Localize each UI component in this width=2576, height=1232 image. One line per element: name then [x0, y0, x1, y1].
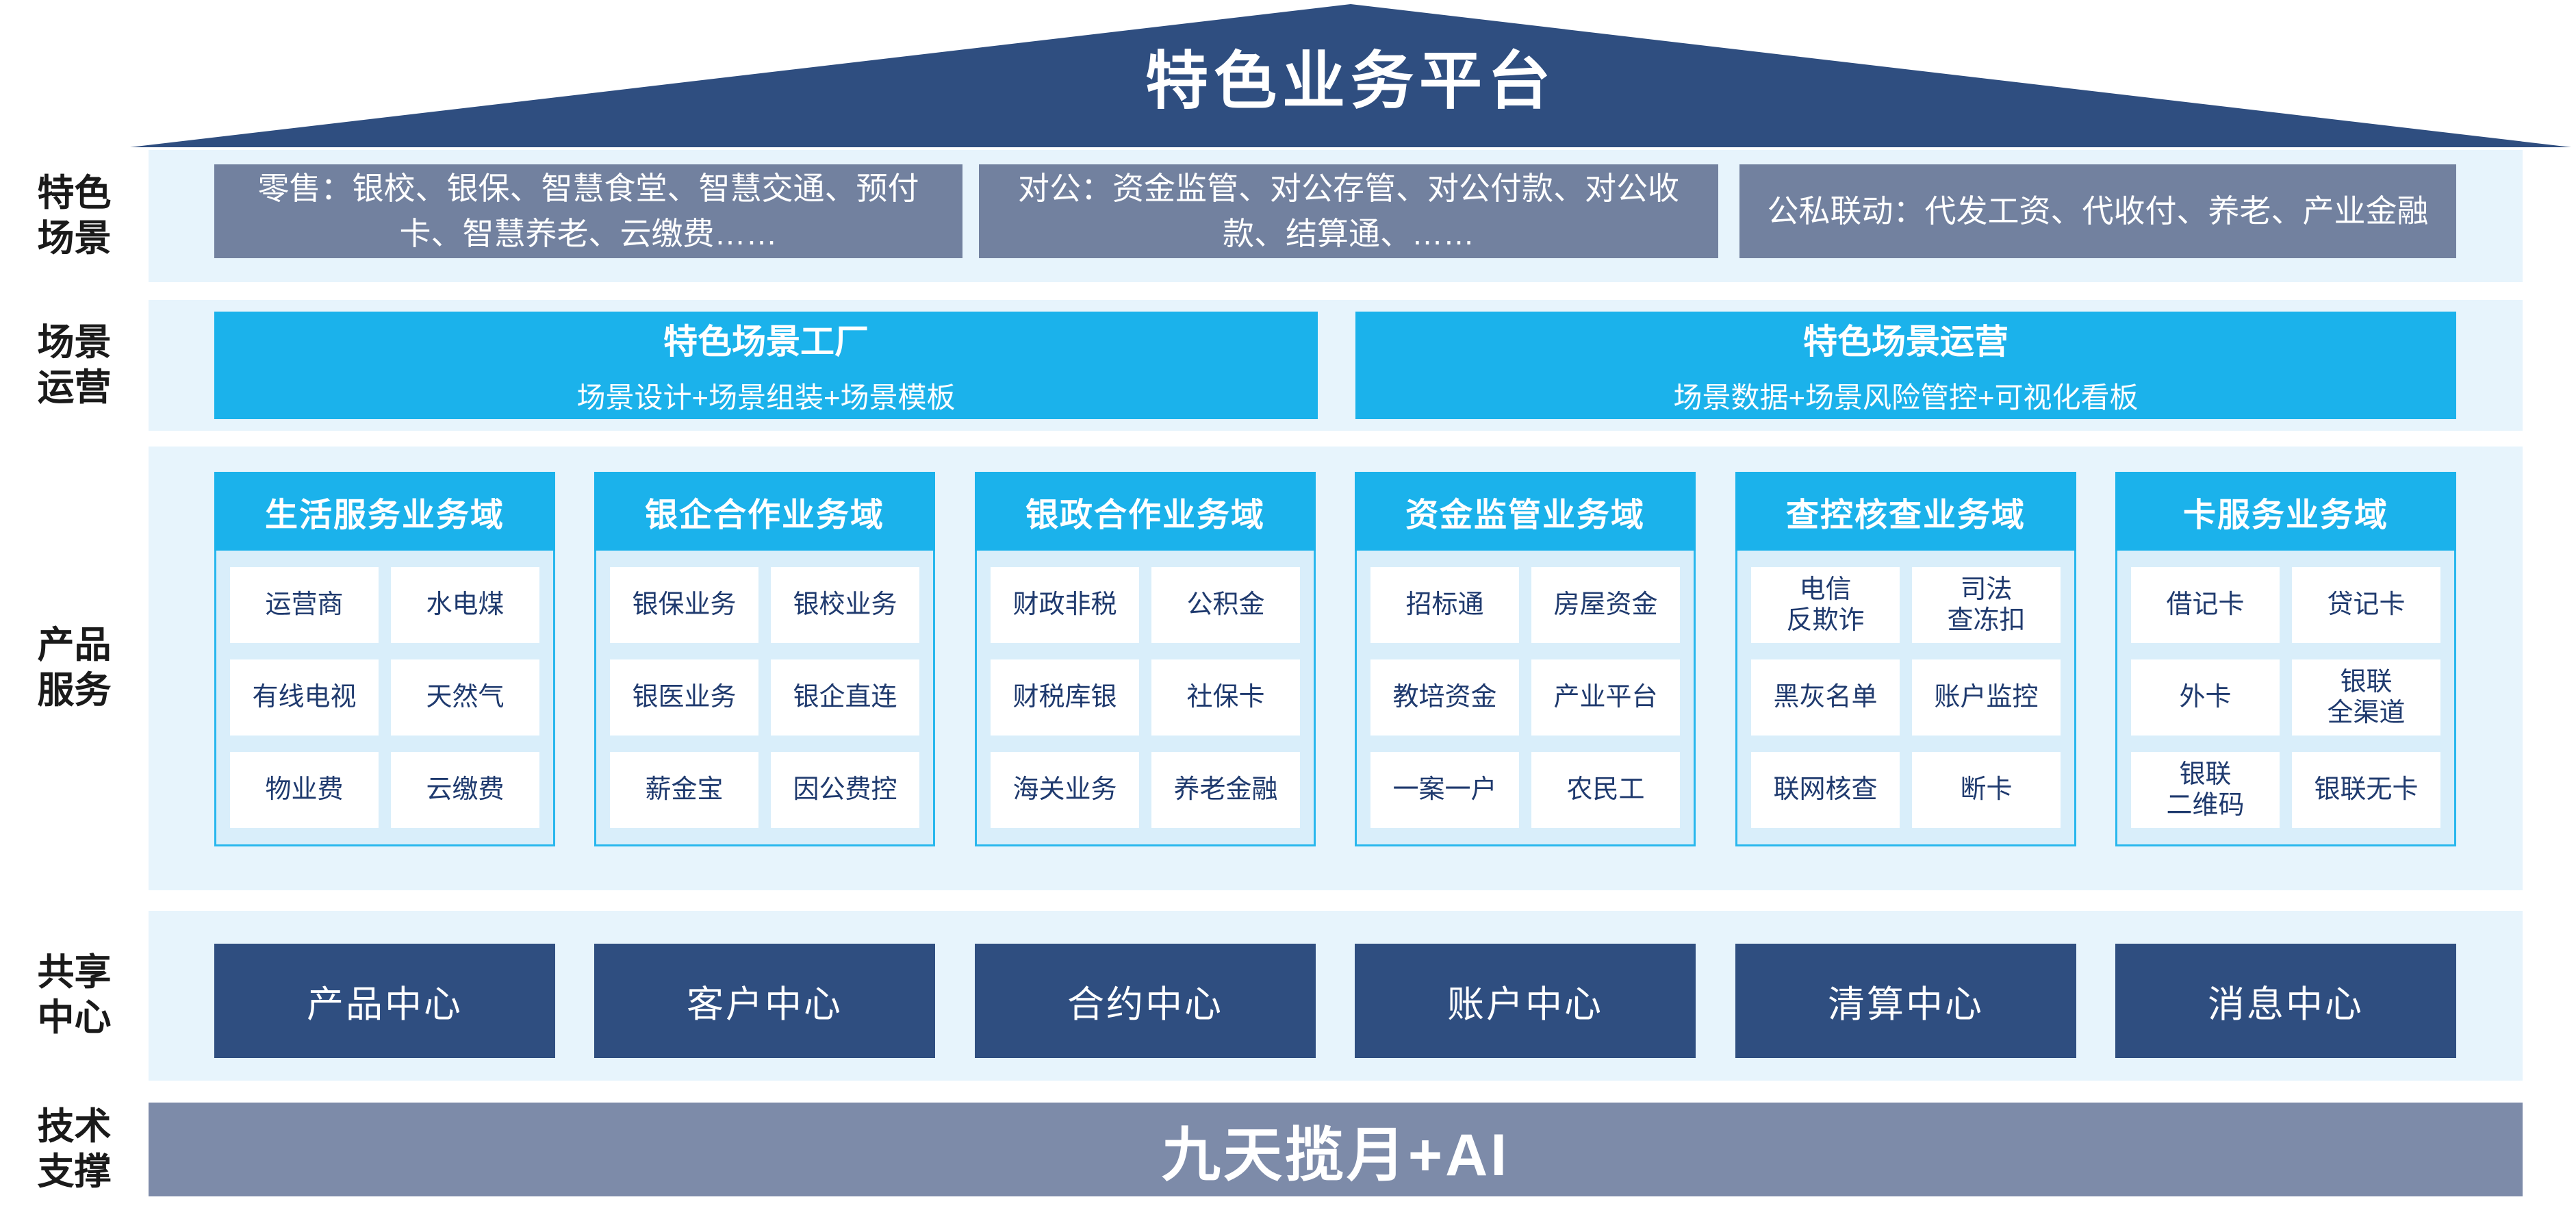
product-cell: 贷记卡	[2292, 567, 2440, 643]
ops-box-title: 特色场景工厂	[663, 323, 869, 361]
product-cell: 天然气	[391, 659, 539, 736]
domain-body: 财政非税 公积金 财税库银 社保卡 海关业务 养老金融	[975, 551, 1316, 846]
domain-card-life-services: 生活服务业务域 运营商 水电煤 有线电视 天然气 物业费 云缴费	[214, 472, 555, 846]
scene-operations-band: 特色场景工厂 场景设计+场景组装+场景模板 特色场景运营 场景数据+场景风险管控…	[149, 300, 2523, 431]
scene-box-public-private: 公私联动：代发工资、代收付、养老、产业金融	[1739, 164, 2456, 258]
center-box-contract: 合约中心	[975, 944, 1316, 1058]
product-cell: 养老金融	[1151, 752, 1300, 828]
ops-box-subtitle: 场景设计+场景组装+场景模板	[576, 381, 956, 414]
domain-header: 银政合作业务域	[975, 472, 1316, 551]
product-cell: 运营商	[230, 567, 379, 643]
product-cell: 公积金	[1151, 567, 1300, 643]
product-cell: 水电煤	[391, 567, 539, 643]
domain-header: 卡服务业务域	[2115, 472, 2456, 551]
product-cell: 一案一户	[1370, 752, 1519, 828]
product-cell: 借记卡	[2131, 567, 2280, 643]
ops-box-scene-factory: 特色场景工厂 场景设计+场景组装+场景模板	[214, 312, 1318, 419]
product-cell: 电信 反欺诈	[1751, 567, 1900, 643]
product-cell: 社保卡	[1151, 659, 1300, 736]
ops-box-subtitle: 场景数据+场景风险管控+可视化看板	[1673, 381, 2139, 414]
tech-support-bar: 九天揽月+AI	[149, 1103, 2523, 1196]
product-cell: 财政非税	[991, 567, 1139, 643]
side-label-tech-support: 技术 支撑	[37, 1106, 112, 1192]
domain-body: 招标通 房屋资金 教培资金 产业平台 一案一户 农民工	[1355, 551, 1696, 846]
product-cell: 银企直连	[771, 659, 919, 736]
domain-card-fund-supervision: 资金监管业务域 招标通 房屋资金 教培资金 产业平台 一案一户 农民工	[1355, 472, 1696, 846]
scene-box-retail: 零售：银校、银保、智慧食堂、智慧交通、预付卡、智慧养老、云缴费……	[214, 164, 962, 258]
domain-header: 查控核查业务域	[1735, 472, 2076, 551]
domain-card-inspection-verification: 查控核查业务域 电信 反欺诈 司法 查冻扣 黑灰名单 账户监控 联网核查 断卡	[1735, 472, 2076, 846]
side-label-scene-operations: 场景 运营	[37, 322, 112, 408]
product-cell: 银联 二维码	[2131, 752, 2280, 828]
product-cell: 断卡	[1912, 752, 2061, 828]
product-cell: 房屋资金	[1531, 567, 1680, 643]
scene-box-corporate: 对公：资金监管、对公存管、对公付款、对公收款、结算通、……	[979, 164, 1718, 258]
product-cell: 司法 查冻扣	[1912, 567, 2061, 643]
roof-banner: 特色业务平台	[130, 4, 2571, 147]
center-box-product: 产品中心	[214, 944, 555, 1058]
domain-header: 银企合作业务域	[594, 472, 935, 551]
side-label-featured-scenes: 特色 场景	[37, 173, 112, 259]
product-cell: 银校业务	[771, 567, 919, 643]
product-cell: 银联 全渠道	[2292, 659, 2440, 736]
product-cell: 农民工	[1531, 752, 1680, 828]
product-services-band: 生活服务业务域 运营商 水电煤 有线电视 天然气 物业费 云缴费 银企合作业务域…	[149, 447, 2523, 890]
domain-body: 电信 反欺诈 司法 查冻扣 黑灰名单 账户监控 联网核查 断卡	[1735, 551, 2076, 846]
product-cell: 财税库银	[991, 659, 1139, 736]
tech-support-label: 九天揽月+AI	[1161, 1122, 1510, 1188]
product-cell: 物业费	[230, 752, 379, 828]
product-cell: 黑灰名单	[1751, 659, 1900, 736]
product-cell: 云缴费	[391, 752, 539, 828]
domain-body: 运营商 水电煤 有线电视 天然气 物业费 云缴费	[214, 551, 555, 846]
product-cell: 有线电视	[230, 659, 379, 736]
side-label-shared-centers: 共享 中心	[37, 952, 112, 1038]
domain-body: 银保业务 银校业务 银医业务 银企直连 薪金宝 因公费控	[594, 551, 935, 846]
featured-scenes-band: 零售：银校、银保、智慧食堂、智慧交通、预付卡、智慧养老、云缴费…… 对公：资金监…	[149, 150, 2523, 282]
page-title: 特色业务平台	[1145, 47, 1556, 116]
center-box-message: 消息中心	[2115, 944, 2456, 1058]
product-cell: 产业平台	[1531, 659, 1680, 736]
domain-card-card-services: 卡服务业务域 借记卡 贷记卡 外卡 银联 全渠道 银联 二维码 银联无卡	[2115, 472, 2456, 846]
product-cell: 外卡	[2131, 659, 2280, 736]
product-cell: 薪金宝	[610, 752, 758, 828]
product-cell: 联网核查	[1751, 752, 1900, 828]
side-label-product-services: 产品 服务	[37, 625, 112, 711]
domain-card-bank-enterprise: 银企合作业务域 银保业务 银校业务 银医业务 银企直连 薪金宝 因公费控	[594, 472, 935, 846]
domain-header: 生活服务业务域	[214, 472, 555, 551]
center-box-clearing: 清算中心	[1735, 944, 2076, 1058]
ops-box-title: 特色场景运营	[1803, 323, 2008, 361]
product-cell: 银保业务	[610, 567, 758, 643]
domain-header: 资金监管业务域	[1355, 472, 1696, 551]
product-cell: 教培资金	[1370, 659, 1519, 736]
product-cell: 海关业务	[991, 752, 1139, 828]
product-cell: 因公费控	[771, 752, 919, 828]
domain-card-bank-government: 银政合作业务域 财政非税 公积金 财税库银 社保卡 海关业务 养老金融	[975, 472, 1316, 846]
domain-body: 借记卡 贷记卡 外卡 银联 全渠道 银联 二维码 银联无卡	[2115, 551, 2456, 846]
product-cell: 账户监控	[1912, 659, 2061, 736]
ops-box-scene-operation: 特色场景运营 场景数据+场景风险管控+可视化看板	[1355, 312, 2456, 419]
shared-centers-band: 产品中心 客户中心 合约中心 账户中心 清算中心 消息中心	[149, 911, 2523, 1081]
center-box-account: 账户中心	[1355, 944, 1696, 1058]
product-cell: 银医业务	[610, 659, 758, 736]
product-cell: 招标通	[1370, 567, 1519, 643]
product-cell: 银联无卡	[2292, 752, 2440, 828]
center-box-customer: 客户中心	[594, 944, 935, 1058]
